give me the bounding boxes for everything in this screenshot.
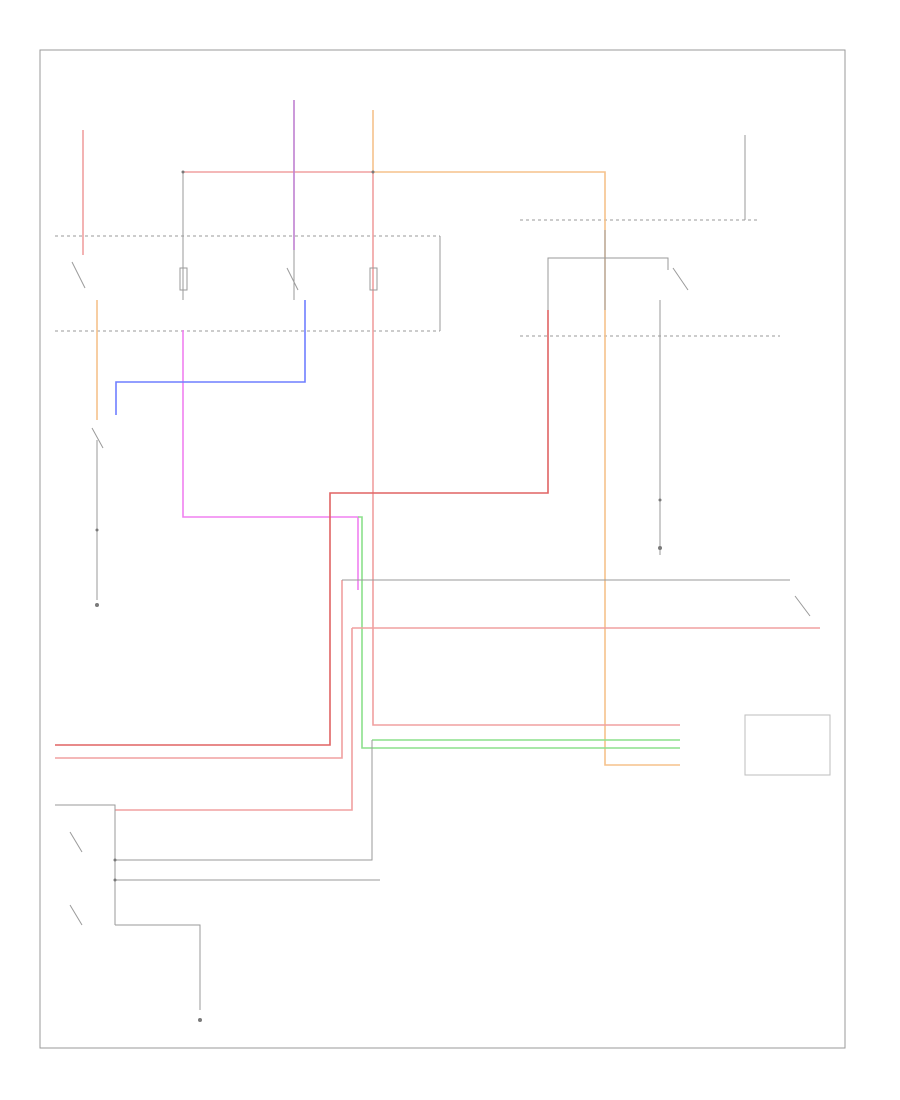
wire-red-lower-left bbox=[55, 580, 343, 759]
wire-green-1 bbox=[358, 516, 680, 749]
wire-red-center-down bbox=[372, 172, 680, 726]
wire-red-switch bbox=[115, 628, 353, 811]
wire-blue bbox=[115, 300, 306, 415]
switch-icon bbox=[69, 261, 811, 926]
splice-node-icon bbox=[95, 170, 662, 882]
relay-coil-icon bbox=[179, 267, 378, 291]
relay-box-left bbox=[55, 235, 441, 332]
wire-gray-bottom-1 bbox=[115, 740, 373, 861]
wire-right-relay bbox=[547, 257, 669, 310]
module-connector bbox=[744, 714, 831, 776]
diagram-frame bbox=[39, 49, 846, 1049]
wire-orange-bus bbox=[373, 171, 680, 766]
wire-dark-red bbox=[55, 310, 549, 746]
wire-pink bbox=[182, 330, 359, 590]
wire-bottom-left-box bbox=[55, 804, 116, 925]
relay-box-right bbox=[520, 135, 780, 337]
wire-gray-bottom-3 bbox=[115, 924, 201, 1010]
ground-icon bbox=[95, 546, 662, 1022]
